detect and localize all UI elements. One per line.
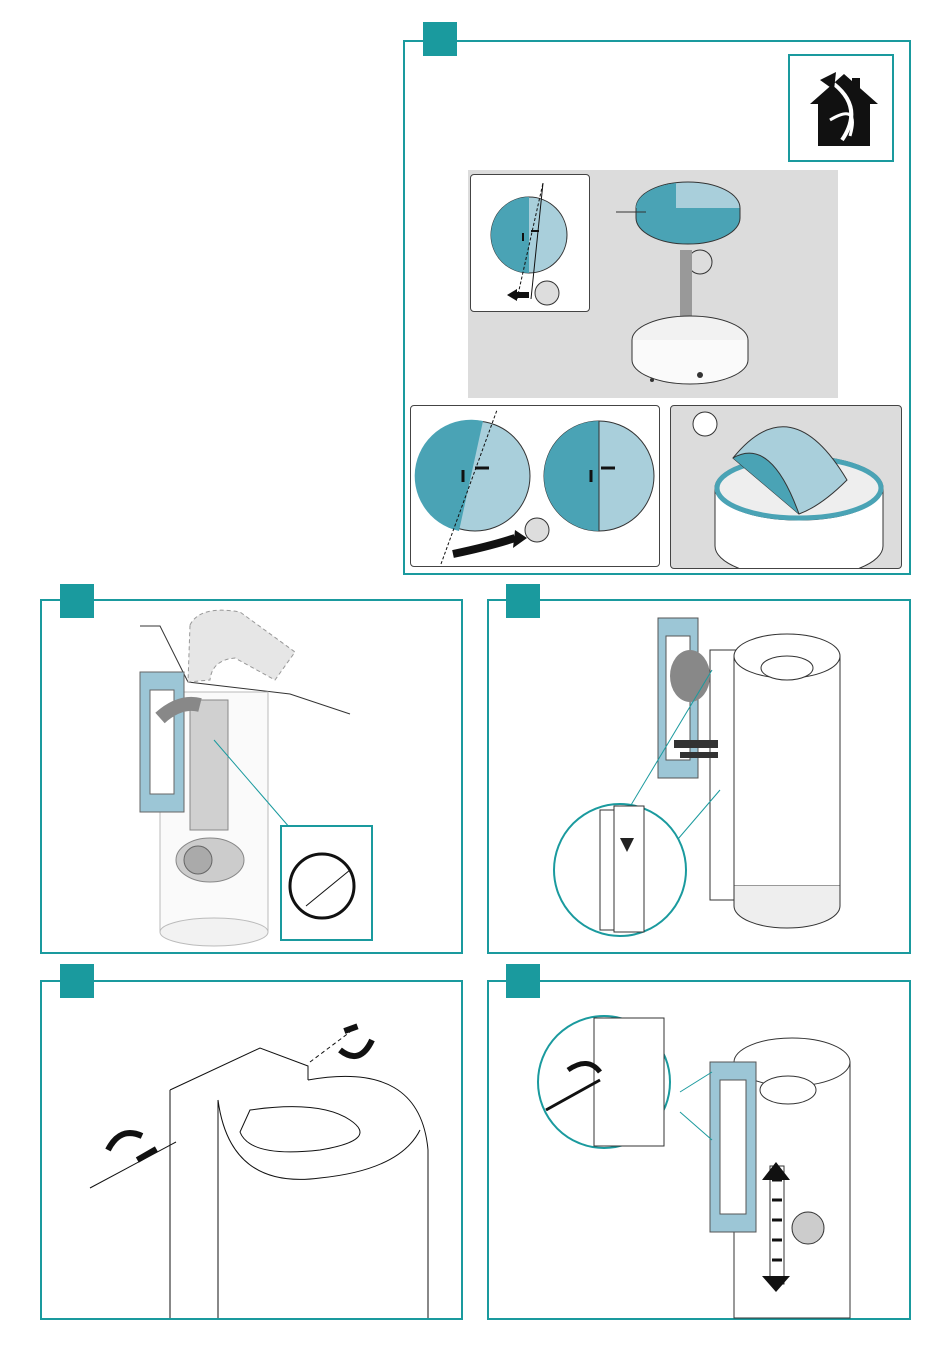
panel-bracket-fit — [487, 599, 911, 954]
step-badge-screw-fixing — [60, 964, 94, 998]
step-badge-duct-connection — [60, 584, 94, 618]
step-badge-height-adjust — [506, 964, 540, 998]
house-badge — [788, 54, 894, 162]
panel-screw-fixing — [40, 980, 463, 1320]
panel-height-adjust — [487, 980, 911, 1320]
inset-filter-alignment — [470, 174, 590, 312]
panel-duct-connection — [40, 599, 463, 954]
house-recirculation-icon — [790, 56, 896, 164]
step-badge-bracket-fit — [506, 584, 540, 618]
inset-filter-rotation — [410, 405, 660, 567]
inset-filter-fitted — [670, 405, 902, 569]
step-badge-filter-install — [423, 22, 457, 56]
